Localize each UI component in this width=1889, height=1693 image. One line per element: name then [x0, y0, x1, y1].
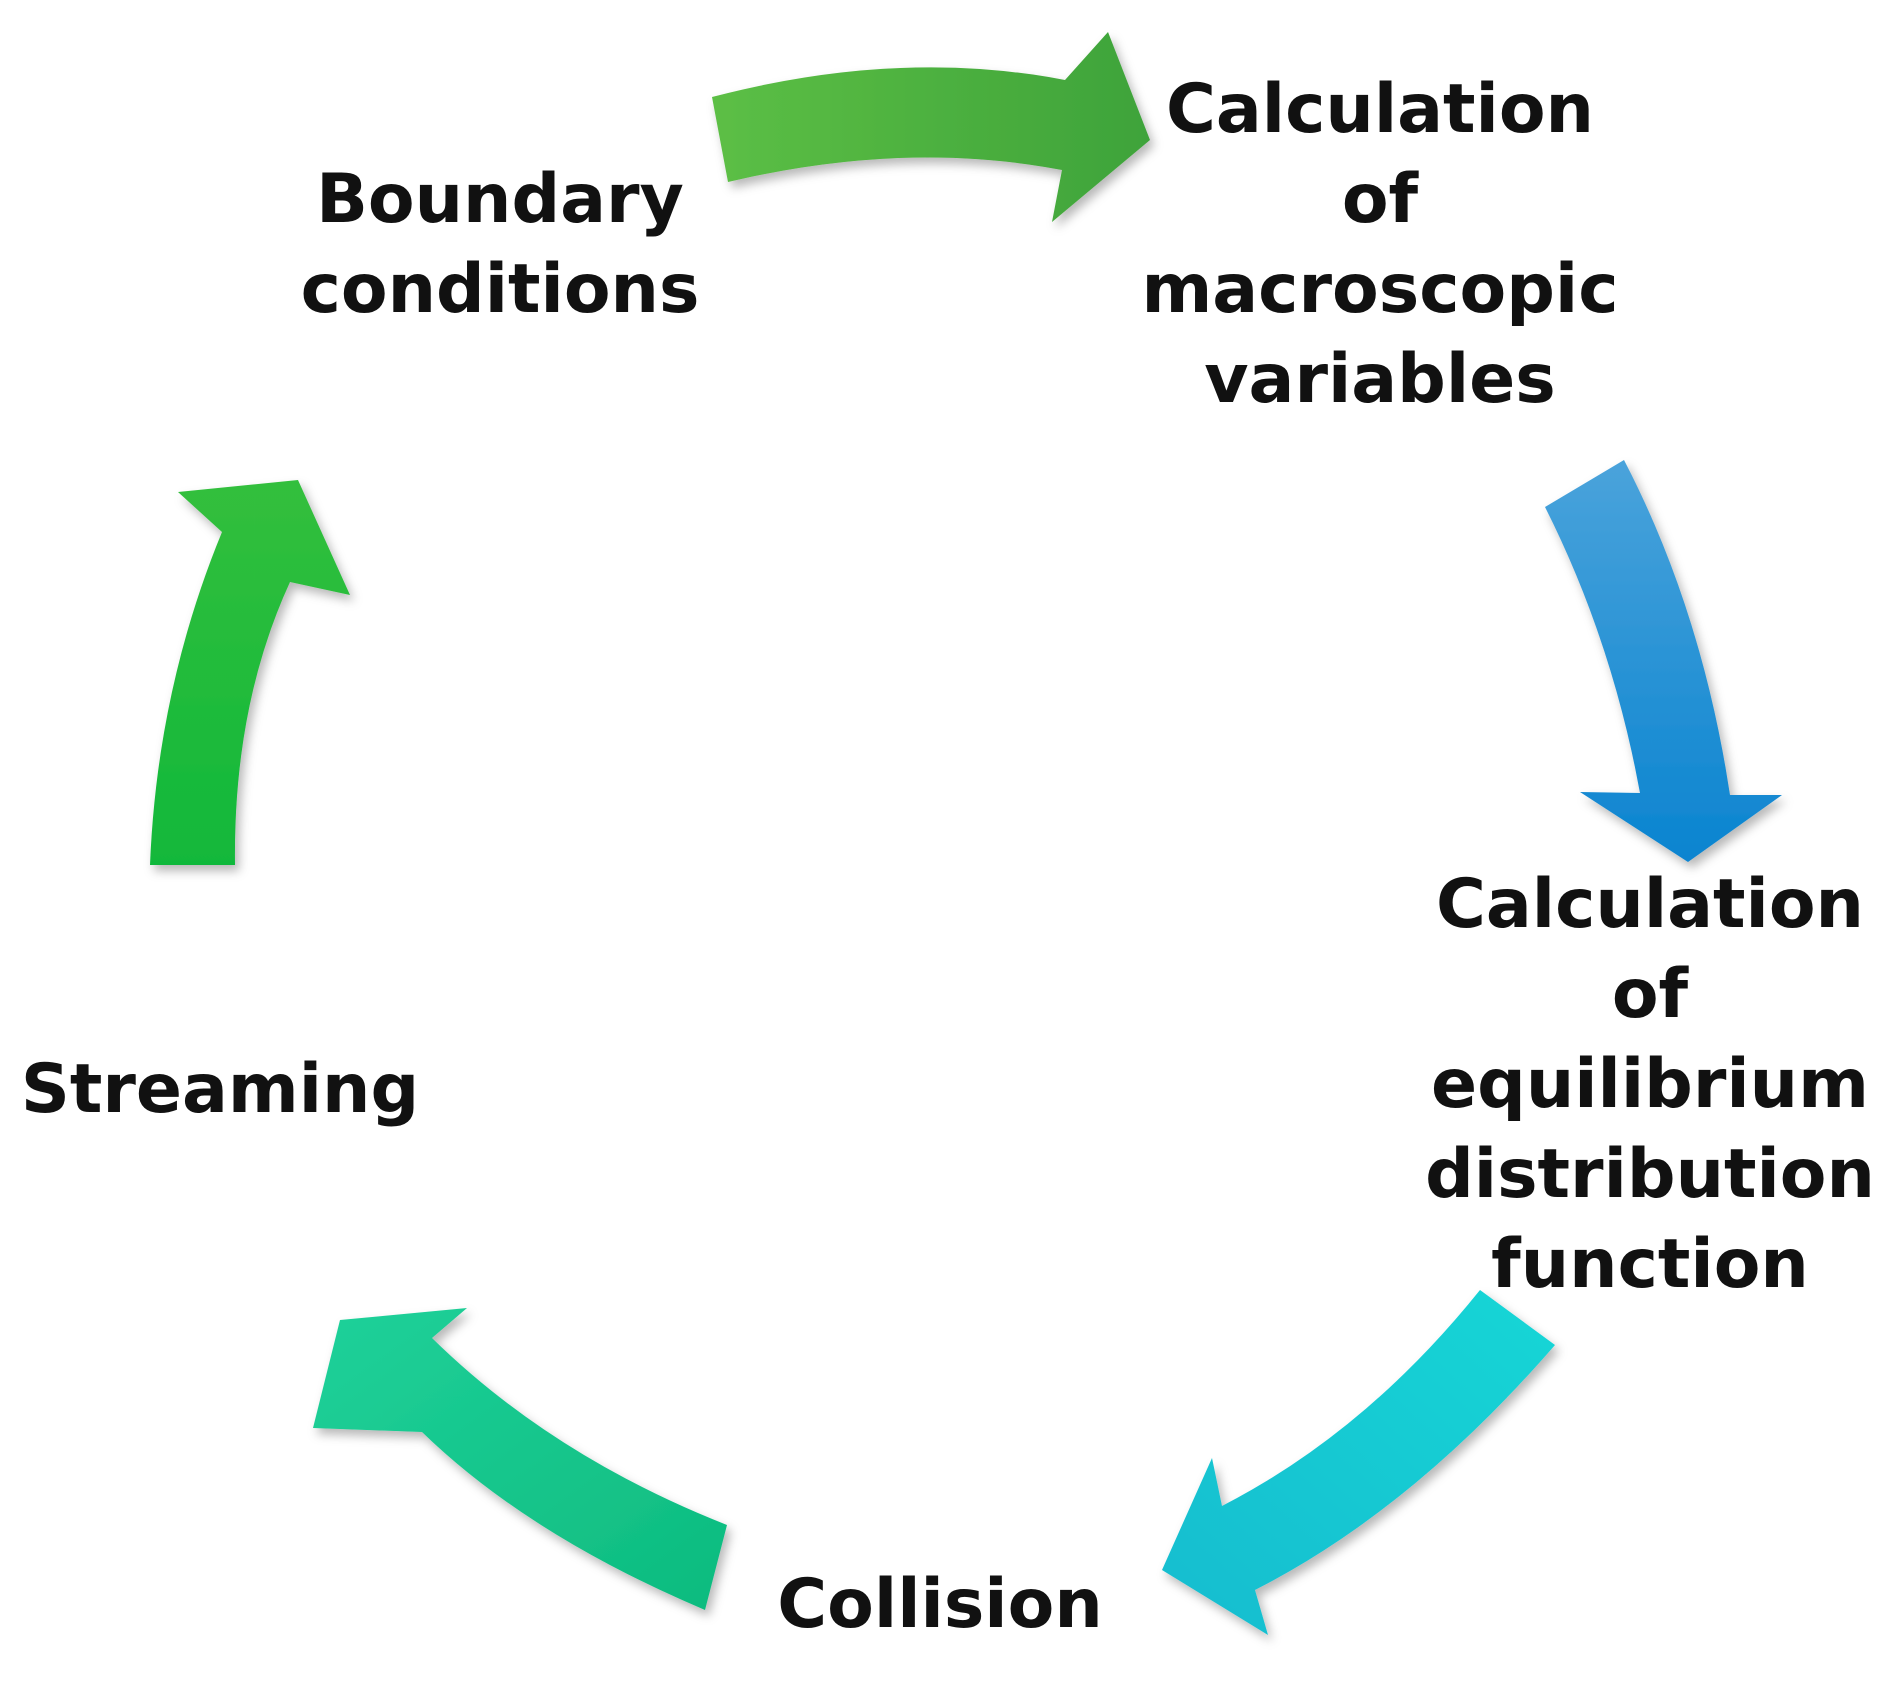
arrow-macro-to-equilib [1545, 460, 1782, 862]
arrow-equilib-to-collision [1162, 1290, 1555, 1635]
arrow-streaming-to-boundary [150, 480, 350, 865]
step-streaming: Streaming [20, 1045, 420, 1135]
step-line: of [1611, 955, 1689, 1034]
step-boundary-conditions: Boundary conditions [300, 155, 700, 335]
step-line: of [1341, 160, 1419, 239]
arrow-collision-to-streaming [313, 1308, 727, 1610]
step-line: conditions [300, 250, 700, 329]
step-line: Collision [777, 1565, 1103, 1644]
step-line: equilibrium [1431, 1045, 1869, 1124]
step-macroscopic-variables: Calculation of macroscopic variables [1140, 65, 1620, 425]
step-collision: Collision [740, 1560, 1140, 1650]
step-line: Calculation [1166, 70, 1594, 149]
step-equilibrium-distribution: Calculation of equilibrium distribution … [1415, 860, 1885, 1310]
step-line: variables [1204, 340, 1556, 419]
step-line: distribution [1425, 1135, 1875, 1214]
step-line: Boundary [316, 160, 684, 239]
step-line: macroscopic [1141, 250, 1619, 329]
step-line: Streaming [20, 1050, 420, 1129]
step-line: Calculation [1436, 865, 1864, 944]
arrow-boundary-to-macro [712, 32, 1150, 222]
step-line: function [1491, 1225, 1809, 1304]
